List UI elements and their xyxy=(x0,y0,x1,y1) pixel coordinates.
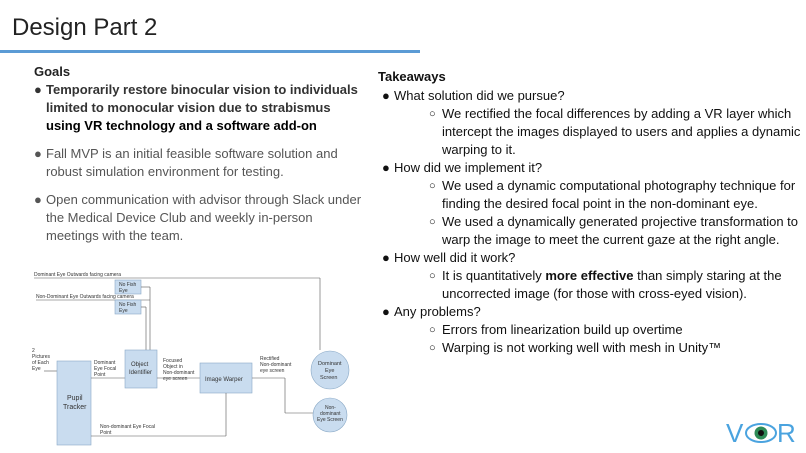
answer-3-post: than simply staring at the uncorrected i… xyxy=(442,268,782,301)
goals-section: Goals ● Temporarily restore binocular vi… xyxy=(22,64,362,245)
rectified-label: Rectified xyxy=(260,356,280,362)
takeaway-answer: ○Warping is not working well with mesh i… xyxy=(429,340,722,355)
image-warper-box xyxy=(199,362,253,394)
answer-2a: We used a dynamic computational photogra… xyxy=(442,178,796,211)
bullet-dot: ● xyxy=(34,146,42,161)
takeaway-answer: ○We rectified the focal differences by a… xyxy=(429,106,801,157)
focal-label: Point xyxy=(94,372,106,378)
image-warper-label: Image Warper xyxy=(205,377,243,383)
answer-3-bold: more effective xyxy=(545,268,634,283)
question-1: What solution did we pursue? xyxy=(394,88,565,103)
dominant-screen-label: Dominant xyxy=(318,361,342,367)
goal-bullet-2: ● Fall MVP is an initial feasible softwa… xyxy=(22,145,362,181)
rectified-label: Non-dominant xyxy=(260,362,292,368)
no-fish-eye-label: No Fish xyxy=(119,282,136,288)
takeaway-question: ●Any problems? xyxy=(382,304,481,319)
object-identifier-box xyxy=(124,349,158,389)
bullet-dot: ● xyxy=(34,82,42,97)
goal-bullet-1-text: Temporarily restore binocular vision to … xyxy=(46,82,358,115)
nondom-focal-label: Non-dominant Eye Focal xyxy=(100,424,155,430)
takeaway-answer: ○It is quantitatively more effective tha… xyxy=(429,268,782,301)
dominant-screen-label: Screen xyxy=(320,375,337,381)
goal-bullet-2-text: Fall MVP is an initial feasible software… xyxy=(46,146,338,179)
bullet-dot: ● xyxy=(34,192,42,207)
question-3: How well did it work? xyxy=(394,250,516,265)
no-fish-eye-label: Eye xyxy=(119,308,128,314)
dom-camera-label: Dominant Eye Outwards facing camera xyxy=(34,272,121,278)
title-underline xyxy=(0,50,420,53)
question-4: Any problems? xyxy=(394,304,481,319)
goals-label: Goals xyxy=(34,64,71,79)
no-fish-eye-label: Eye xyxy=(119,288,128,294)
takeaways-title: Takeaways xyxy=(378,69,446,84)
pictures-label: Pictures xyxy=(32,354,51,360)
focal-label: Eye Focal xyxy=(94,366,116,372)
goal-bullet-3-text: Open communication with advisor through … xyxy=(46,192,362,243)
focused-label: Focused xyxy=(163,358,182,364)
goal-bullet-1-emphasis: using VR technology and a software add-o… xyxy=(46,118,317,133)
pictures-label: 2 xyxy=(32,348,35,354)
nondominant-screen-label: dominant xyxy=(320,411,341,417)
answer-2b: We used a dynamically generated projecti… xyxy=(442,214,799,247)
goal-bullet-1: ● Temporarily restore binocular vision t… xyxy=(22,81,362,135)
nondominant-screen-label: Eye Screen xyxy=(317,417,343,423)
system-flow-diagram: Dominant Eye Outwards facing camera No F… xyxy=(32,272,350,446)
focused-label: Object in xyxy=(163,364,183,370)
object-identifier-label: Identifier xyxy=(129,370,152,376)
focused-label: Non-dominant xyxy=(163,370,195,376)
question-2: How did we implement it? xyxy=(394,160,543,175)
nondominant-screen-label: Non- xyxy=(325,405,336,411)
dominant-eye-screen xyxy=(310,350,350,390)
answer-4a: Errors from linearization build up overt… xyxy=(442,322,683,337)
vr-logo: V R xyxy=(726,418,796,447)
nondom-camera-label: Non-Dominant Eye Outwards facing camera xyxy=(36,294,134,300)
takeaway-question: ●How well did it work? xyxy=(382,250,516,265)
takeaway-answer: ○Errors from linearization build up over… xyxy=(429,322,683,337)
pupil-tracker-box xyxy=(56,360,92,446)
pictures-label: of Each xyxy=(32,360,49,366)
pictures-label: Eye xyxy=(32,366,41,372)
pupil-tracker-label: Tracker xyxy=(63,404,87,411)
pupil-tracker-label: Pupil xyxy=(67,395,83,402)
answer-4b: Warping is not working well with mesh in… xyxy=(442,340,722,355)
nondom-focal-label: Point xyxy=(100,430,112,436)
takeaway-question: ●How did we implement it? xyxy=(382,160,543,175)
eye-icon xyxy=(745,423,777,443)
takeaways-section: Takeaways ●What solution did we pursue? … xyxy=(378,68,803,357)
takeaway-answer: ○We used a dynamically generated project… xyxy=(429,214,799,247)
logo-letter-v: V xyxy=(726,418,744,447)
focal-label: Dominant xyxy=(94,360,116,366)
object-identifier-label: Object xyxy=(131,362,149,368)
takeaway-answer: ○We used a dynamic computational photogr… xyxy=(429,178,796,211)
goal-bullet-3: ● Open communication with advisor throug… xyxy=(22,191,362,245)
rectified-label: eye screen xyxy=(260,368,285,374)
nondominant-eye-screen xyxy=(312,397,348,433)
no-fish-eye-label: No Fish xyxy=(119,302,136,308)
logo-letter-r: R xyxy=(777,418,796,447)
answer-1: We rectified the focal differences by ad… xyxy=(442,106,801,157)
takeaway-question: ●What solution did we pursue? xyxy=(382,88,565,103)
dominant-screen-label: Eye xyxy=(325,368,334,374)
page-title: Design Part 2 xyxy=(12,14,158,41)
focused-label: eye screen xyxy=(163,376,188,382)
answer-3-pre: It is quantitatively xyxy=(442,268,546,283)
